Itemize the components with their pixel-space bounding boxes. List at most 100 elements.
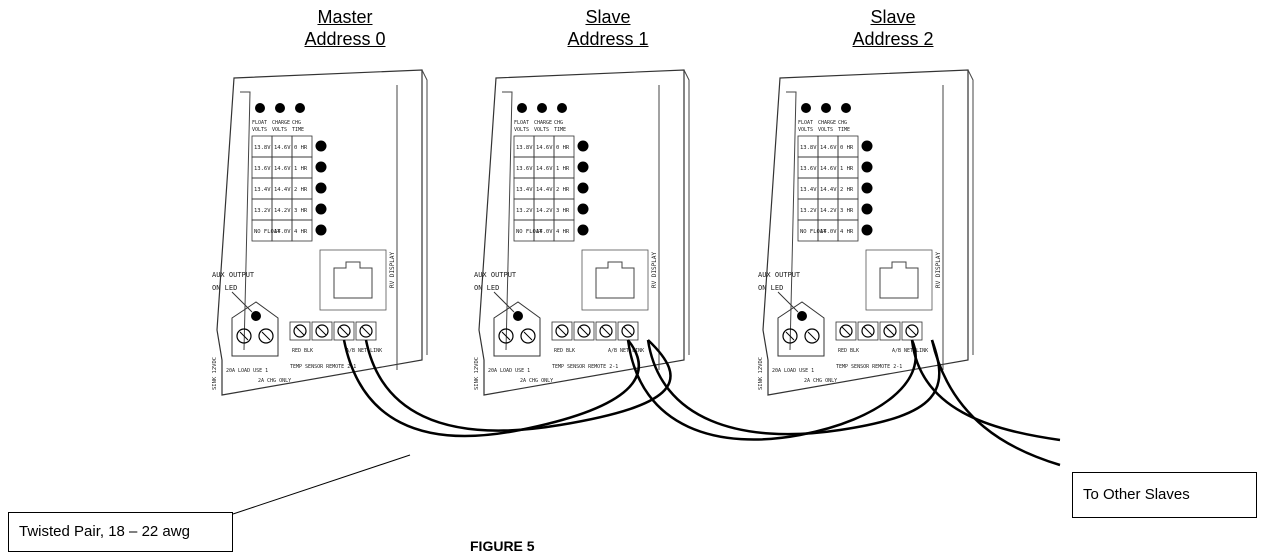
terminal-label: TEMP SENSOR REMOTE 2-1: [290, 364, 356, 370]
unit-header-slave-2: Slave Address 2: [818, 6, 968, 50]
screw-terminal: [293, 324, 307, 338]
led-label: FLOAT: [252, 120, 267, 126]
aux-label: AUX OUTPUT: [758, 271, 801, 279]
terminal-label: A/B NET LINK: [608, 348, 644, 354]
terminal-block-left: [231, 301, 279, 357]
led-label: CHARGE: [818, 120, 836, 126]
table-cell-text: 4 HR: [294, 229, 308, 235]
indicator-led: [517, 103, 527, 113]
screw-slot: [339, 326, 349, 336]
led-label: VOLTS: [818, 127, 833, 133]
screw-terminal: [782, 328, 798, 344]
led-label: VOLTS: [798, 127, 813, 133]
side-label: SINK 12VDC: [212, 357, 218, 390]
table-cell-text: 14.2V: [820, 208, 837, 214]
housing-side: [942, 69, 974, 370]
table-cell-text: 13.8V: [516, 145, 533, 151]
terminal-label: 20A LOAD USE 1: [226, 368, 268, 374]
aux-label: AUX OUTPUT: [474, 271, 517, 279]
unit-role: Master: [317, 7, 373, 27]
row-led: [577, 161, 589, 173]
screw-slot: [623, 326, 633, 336]
terminal-frame: [857, 321, 879, 341]
aux-label: ON LED: [474, 284, 499, 292]
screw-slot: [579, 326, 589, 336]
led-label: CHARGE: [272, 120, 290, 126]
screw-slot: [863, 326, 873, 336]
table-cell-text: 4 HR: [556, 229, 570, 235]
display-port-frame: [865, 249, 933, 311]
screw-slot: [557, 326, 567, 336]
table-cell-text: 14.4V: [536, 187, 553, 193]
terminal-frame: [551, 321, 573, 341]
screw-slot: [523, 331, 533, 341]
table-cell-text: 14.2V: [536, 208, 553, 214]
terminal-frame: [835, 321, 857, 341]
display-port-label: RV DISPLAY: [935, 251, 942, 288]
table-cell-text: 13.4V: [254, 187, 271, 193]
led-label: TIME: [838, 127, 850, 133]
terminal-frame: [311, 321, 333, 341]
aux-label: ON LED: [758, 284, 783, 292]
table-cell-text: 0 HR: [840, 145, 854, 151]
aux-label: AUX OUTPUT: [212, 271, 255, 279]
table-cell-text: NO FLOAT: [800, 229, 827, 235]
unit-address: Address 2: [852, 29, 934, 49]
led-label: TIME: [292, 127, 304, 133]
table-cell-text: 14.6V: [820, 145, 837, 151]
screw-slot: [361, 326, 371, 336]
indicator-led: [295, 103, 305, 113]
table-cell-text: 14.4V: [820, 187, 837, 193]
screw-terminal: [861, 324, 875, 338]
terminal-label: 20A LOAD USE 1: [488, 368, 530, 374]
led-label: FLOAT: [798, 120, 813, 126]
table-cell: [837, 219, 859, 242]
table-cell-text: 13.4V: [516, 187, 533, 193]
display-port-label: RV DISPLAY: [389, 251, 396, 288]
terminal-frame: [573, 321, 595, 341]
terminal-frame: [595, 321, 617, 341]
housing-edge: [786, 91, 797, 351]
aux-led: [513, 311, 523, 321]
screw-terminal: [804, 328, 820, 344]
table-cell-text: 14.6V: [274, 166, 291, 172]
figure-caption: FIGURE 5: [470, 538, 535, 554]
unit-address: Address 0: [304, 29, 386, 49]
screw-terminal: [520, 328, 536, 344]
screw-terminal: [359, 324, 373, 338]
display-port-label: RV DISPLAY: [651, 251, 658, 288]
terminal-label: TEMP SENSOR REMOTE 2-1: [552, 364, 618, 370]
led-label: CHARGE: [534, 120, 552, 126]
row-led: [577, 140, 589, 152]
terminal-label: RED BLK: [292, 348, 313, 354]
net-wire-e: [910, 339, 1061, 442]
led-label: FLOAT: [514, 120, 529, 126]
screw-slot: [317, 326, 327, 336]
terminal-label: 2A CHG ONLY: [520, 378, 553, 384]
indicator-led: [841, 103, 851, 113]
led-label: TIME: [554, 127, 566, 133]
terminal-label: 2A CHG ONLY: [804, 378, 837, 384]
other-slaves-callout: To Other Slaves: [1072, 472, 1257, 518]
terminal-label: TEMP SENSOR REMOTE 2-1: [836, 364, 902, 370]
unit-role: Slave: [870, 7, 916, 27]
table-cell-text: 3 HR: [294, 208, 308, 214]
terminal-label: RED BLK: [838, 348, 859, 354]
aux-leader: [777, 291, 799, 313]
indicator-led: [801, 103, 811, 113]
table-cell-text: 14.6V: [274, 145, 291, 151]
aux-label: ON LED: [212, 284, 237, 292]
indicator-led: [275, 103, 285, 113]
screw-terminal: [577, 324, 591, 338]
row-led: [577, 182, 589, 194]
terminal-block-left: [493, 301, 541, 357]
screw-terminal: [905, 324, 919, 338]
table-cell-text: 0 HR: [556, 145, 570, 151]
table-cell-text: 13.2V: [254, 208, 271, 214]
twisted-pair-label: Twisted Pair, 18 – 22 awg: [19, 523, 190, 540]
led-label: VOLTS: [534, 127, 549, 133]
row-led: [315, 203, 327, 215]
table-cell-text: 3 HR: [840, 208, 854, 214]
led-label: CHG: [554, 120, 563, 126]
